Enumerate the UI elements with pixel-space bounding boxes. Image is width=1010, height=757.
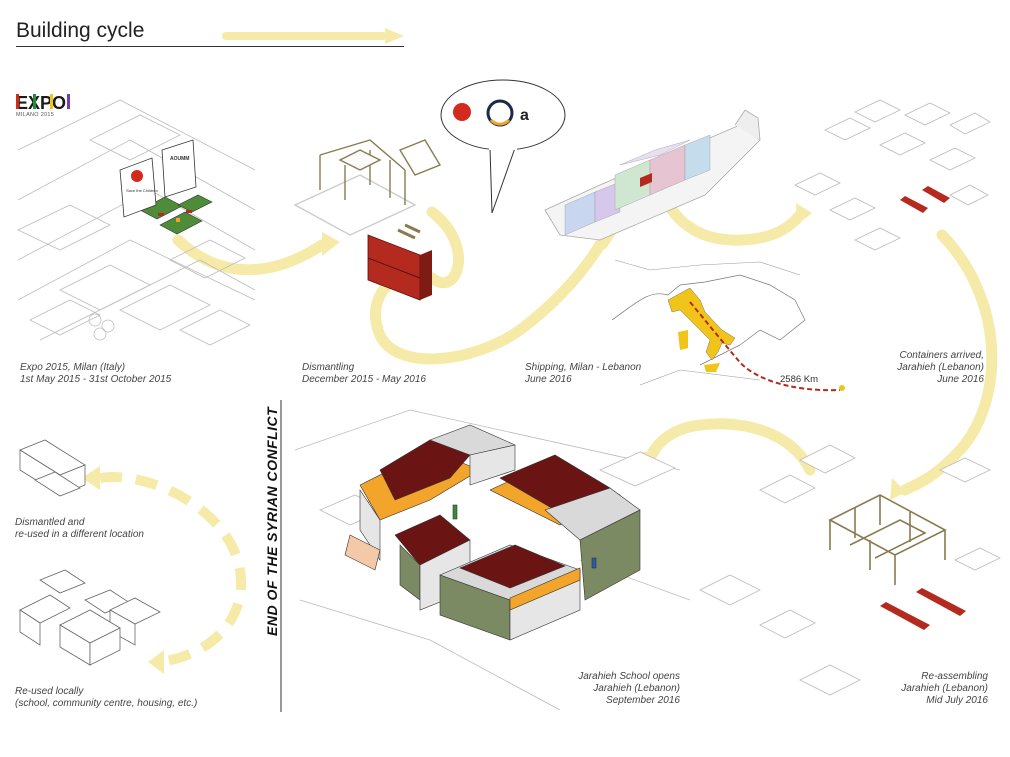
svg-text:EXPO: EXPO: [16, 93, 66, 113]
stage-reused-elsewhere-caption: Dismantled and re-used in a different lo…: [15, 517, 144, 541]
stage-expo-dates: 1st May 2015 - 31st October 2015: [20, 374, 172, 385]
school-context: [294, 409, 691, 711]
cycle-path: [172, 204, 998, 496]
stage-school-caption: Jarahieh School opens Jarahieh (Lebanon)…: [578, 671, 680, 707]
stage-school-date: September 2016: [606, 695, 680, 706]
reassembly-containers: [880, 588, 966, 630]
container-ship: [544, 109, 761, 241]
stage-reassembling-date: Mid July 2016: [926, 695, 988, 706]
reuse-elsewhere-building: [19, 439, 86, 497]
page-title: Building cycle: [16, 19, 145, 42]
arrived-containers: [900, 186, 950, 213]
stage-dismantling-dates: December 2015 - May 2016: [302, 374, 426, 385]
stage-school-place: Jarahieh (Lebanon): [593, 683, 680, 694]
title-arrow: [222, 28, 404, 44]
stage-arrived-title: Containers arrived,: [899, 350, 984, 361]
stage-reassembling-place: Jarahieh (Lebanon): [901, 683, 988, 694]
partners-speech-bubble: a: [440, 79, 566, 214]
reuse-arrowhead-top: [82, 466, 100, 490]
reuse-arrowhead-bottom: [148, 650, 164, 674]
stage-shipping-caption: Shipping, Milan - Lebanon June 2016: [525, 362, 641, 386]
expo-milano-logo: EXPO: [16, 93, 70, 113]
title-underline: [16, 46, 404, 47]
reuse-local-buildings: [19, 569, 161, 666]
stage-reused-elsewhere-line1: Dismantled and: [15, 517, 85, 528]
conflict-divider-label: END OF THE SYRIAN CONFLICT: [264, 406, 280, 636]
route-distance-label: 2586 Km: [780, 374, 819, 385]
stage-arrived-place: Jarahieh (Lebanon): [897, 362, 984, 373]
stage-reassembling-title: Re-assembling: [921, 671, 988, 682]
svg-text:Save the Children: Save the Children: [126, 188, 158, 193]
dismantled-containers: [367, 223, 432, 301]
stage-shipping-title: Shipping, Milan - Lebanon: [525, 362, 642, 373]
italy-shape: [667, 287, 736, 361]
jarahieh-school: [344, 424, 641, 641]
stage-school-title: Jarahieh School opens: [578, 671, 680, 682]
svg-text:AOUMM: AOUMM: [170, 156, 189, 162]
expo-logo-subtitle: MILANO 2015: [16, 112, 55, 118]
route-map: [611, 259, 845, 392]
expo-signboards: Save the Children AOUMM: [119, 139, 197, 218]
stage-expo-caption: Expo 2015, Milan (Italy) 1st May 2015 - …: [20, 362, 171, 386]
stage-arrived-date: June 2016: [937, 374, 984, 385]
reuse-cycle: [99, 472, 247, 667]
svg-text:a: a: [520, 107, 529, 124]
dismantled-frame: [293, 139, 442, 236]
stage-arrived-caption: Containers arrived, Jarahieh (Lebanon) J…: [897, 350, 984, 386]
stage-dismantling-caption: Dismantling December 2015 - May 2016: [302, 362, 426, 386]
stage-reused-locally-caption: Re-used locally (school, community centr…: [15, 686, 197, 710]
stage-reassembling-caption: Re-assembling Jarahieh (Lebanon) Mid Jul…: [901, 671, 988, 707]
expo-site-sketch: [17, 99, 256, 346]
stage-reused-locally-line2: (school, community centre, housing, etc.…: [15, 698, 198, 709]
reassembly-frame: [828, 494, 947, 585]
stage-reused-locally-line1: Re-used locally: [15, 686, 84, 697]
stage-reused-elsewhere-line2: re-used in a different location: [15, 529, 144, 540]
expo-pavilion: [139, 194, 213, 235]
arrival-site: [794, 99, 991, 251]
reassembly-site: [699, 444, 1001, 696]
stage-dismantling-title: Dismantling: [302, 362, 355, 373]
stage-shipping-date: June 2016: [525, 374, 572, 385]
stage-expo-place: Expo 2015, Milan (Italy): [20, 362, 126, 373]
shipping-route: [689, 301, 841, 392]
